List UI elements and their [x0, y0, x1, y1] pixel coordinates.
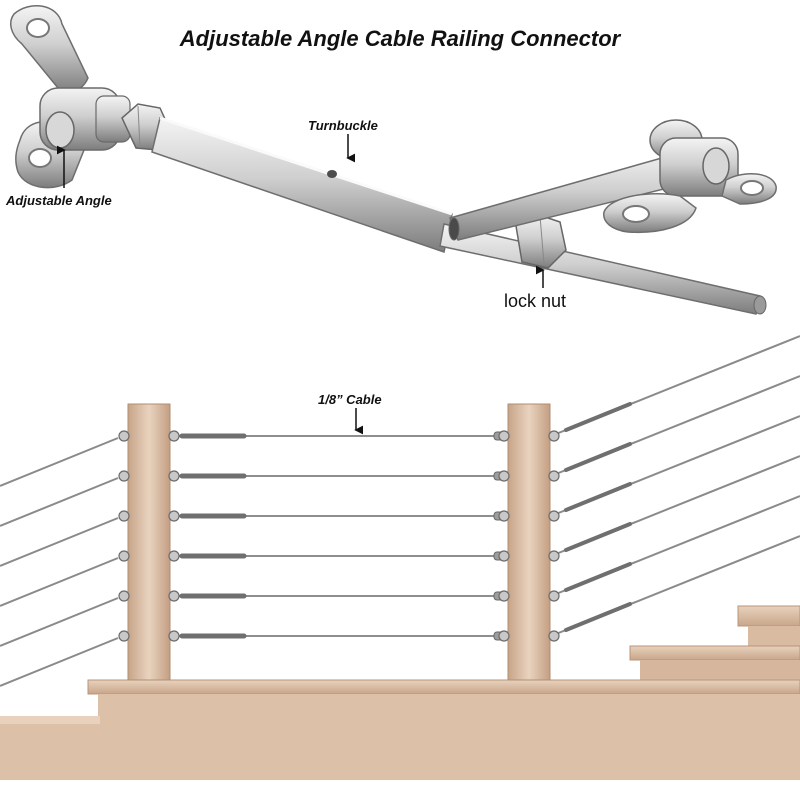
- stair-treads: [0, 605, 800, 780]
- right-hinge-knuckle: [649, 119, 739, 197]
- turnbuckle-label: Turnbuckle: [308, 118, 378, 133]
- left-mounting-tab-upper: [9, 5, 89, 93]
- right-mounting-tab-lower: [603, 193, 697, 234]
- left-angled-cables: [0, 437, 119, 687]
- right-angled-turnbuckles: [564, 402, 632, 632]
- right-wood-post: [507, 403, 551, 681]
- left-hinge-knuckle: [39, 87, 131, 151]
- lock-nut-label: lock nut: [504, 291, 567, 311]
- page-title: Adjustable Angle Cable Railing Connector: [179, 26, 621, 51]
- barrel-hole: [327, 170, 337, 178]
- left-wood-post: [127, 403, 171, 681]
- horizontal-cables: [118, 430, 560, 642]
- turnbuckle-assembly: [9, 5, 777, 315]
- adjustable-angle-label: Adjustable Angle: [6, 193, 112, 208]
- stair-railing-scene: [0, 335, 800, 780]
- lock-nut-part: [515, 213, 567, 269]
- right-angled-cables: [555, 335, 800, 635]
- right-threaded-stud: [439, 223, 767, 315]
- turnbuckle-barrel: [151, 116, 453, 253]
- right-mounting-tab-upper: [721, 173, 777, 205]
- cable-label: 1/8” Cable: [318, 392, 382, 407]
